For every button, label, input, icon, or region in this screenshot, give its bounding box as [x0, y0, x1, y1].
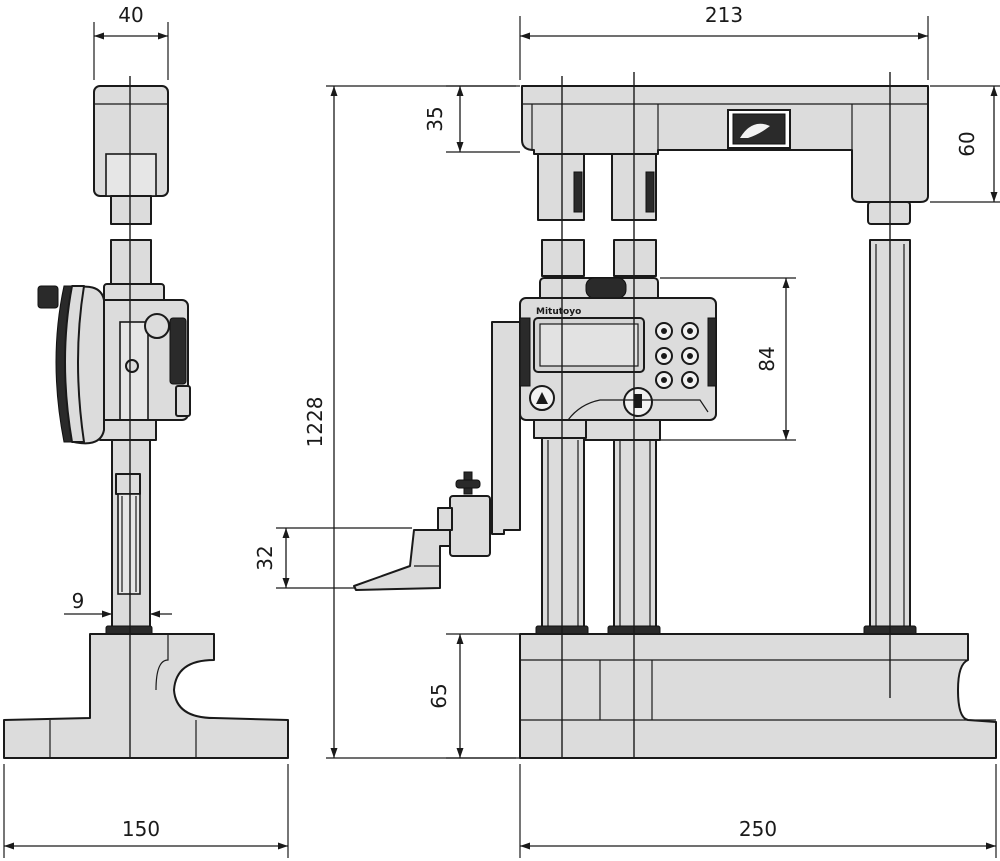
keypad[interactable] — [655, 322, 699, 389]
side-view — [3, 76, 289, 759]
dim-side-top-width: 40 — [118, 3, 143, 27]
side-post-stub — [110, 239, 152, 285]
digital-counter: Mitutoyo — [519, 277, 717, 441]
dim-front-width: 213 — [705, 3, 743, 27]
dim-side-base-width: 150 — [122, 817, 160, 841]
dim-beam-height: 60 — [955, 131, 979, 156]
dim-side-post-width: 9 — [72, 589, 85, 613]
side-slider-assembly — [37, 283, 191, 445]
dimension-labels: 40 213 35 60 1228 84 32 9 65 150 250 — [72, 3, 979, 841]
dim-base-height: 65 — [427, 683, 451, 708]
side-top-cap — [93, 85, 169, 225]
display-brand: Mitutoyo — [536, 307, 581, 317]
front-base — [519, 633, 997, 759]
dimension-lines — [3, 16, 1000, 858]
dim-front-base-width: 250 — [739, 817, 777, 841]
dim-total-height: 1228 — [303, 397, 327, 448]
side-base — [3, 633, 289, 759]
logo-mark — [740, 123, 770, 138]
dim-scriber-height: 32 — [253, 545, 277, 570]
side-post — [105, 439, 153, 637]
top-beam — [521, 85, 929, 225]
scriber-arm — [353, 321, 521, 591]
dim-beam-depth: 35 — [423, 106, 447, 131]
dim-display-height: 84 — [755, 346, 779, 371]
front-view: Mitutoyo — [353, 72, 997, 759]
